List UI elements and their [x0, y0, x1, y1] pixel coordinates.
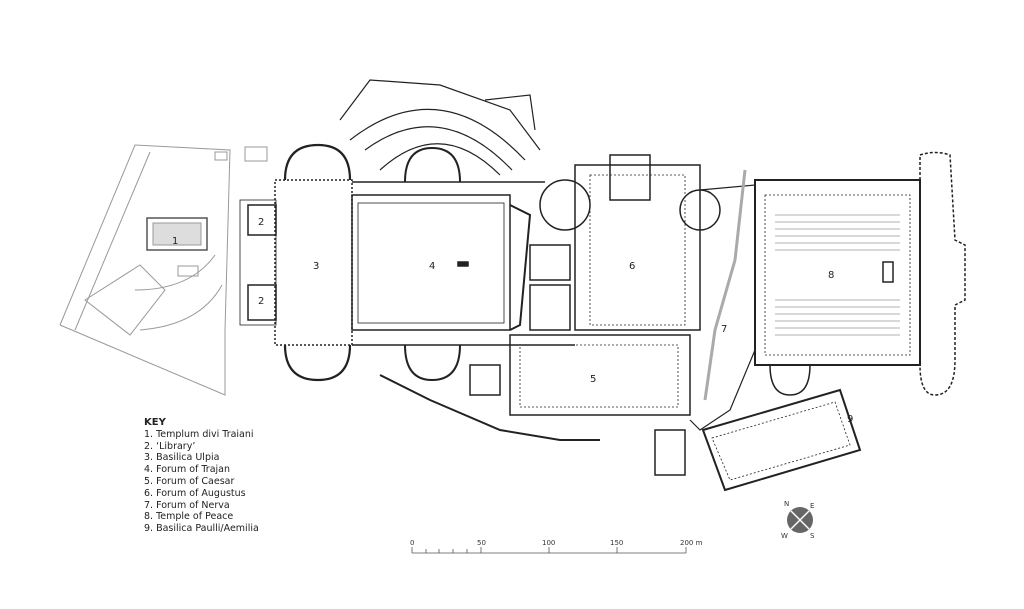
scale-tick-200: 200 m	[680, 539, 703, 547]
scale-bar	[411, 547, 687, 554]
label-9: 9	[847, 414, 853, 425]
scale-tick-150: 150	[610, 539, 623, 547]
key-item: 5. Forum of Caesar	[144, 475, 235, 487]
key-item: 1. Templum divi Traiani	[144, 428, 254, 440]
compass-n: N	[784, 500, 789, 508]
key-item: 8. Temple of Peace	[144, 511, 234, 523]
templum-area	[59, 144, 268, 396]
label-6: 6	[629, 261, 635, 272]
scale-tick-0: 0	[410, 539, 414, 547]
trajans-markets	[339, 79, 541, 176]
key-item: 6. Forum of Augustus	[144, 487, 246, 499]
compass-icon	[787, 507, 813, 533]
plan-walls	[239, 143, 966, 492]
label-7: 7	[721, 324, 727, 335]
label-5: 5	[590, 374, 596, 385]
key-item: 4. Forum of Trajan	[144, 464, 231, 476]
scale-tick-50: 50	[477, 539, 486, 547]
scale-tick-100: 100	[542, 539, 555, 547]
label-8: 8	[828, 270, 834, 281]
key-title: KEY	[144, 417, 166, 428]
label-4: 4	[429, 261, 435, 272]
key-item: 2. ‘Library’	[144, 440, 196, 452]
compass-w: W	[781, 532, 788, 540]
label-1: 1	[172, 236, 178, 247]
label-2b: 2	[258, 296, 264, 307]
key-item: 7. Forum of Nerva	[144, 499, 230, 511]
label-2a: 2	[258, 217, 264, 228]
label-3: 3	[313, 261, 319, 272]
key-legend: KEY 1. Templum divi Traiani 2. ‘Library’…	[144, 417, 259, 535]
compass-e: E	[810, 502, 814, 510]
key-item: 3. Basilica Ulpia	[144, 452, 220, 464]
key-item: 9. Basilica Paulli/Aemilia	[144, 523, 259, 535]
compass-s: S	[810, 532, 815, 540]
